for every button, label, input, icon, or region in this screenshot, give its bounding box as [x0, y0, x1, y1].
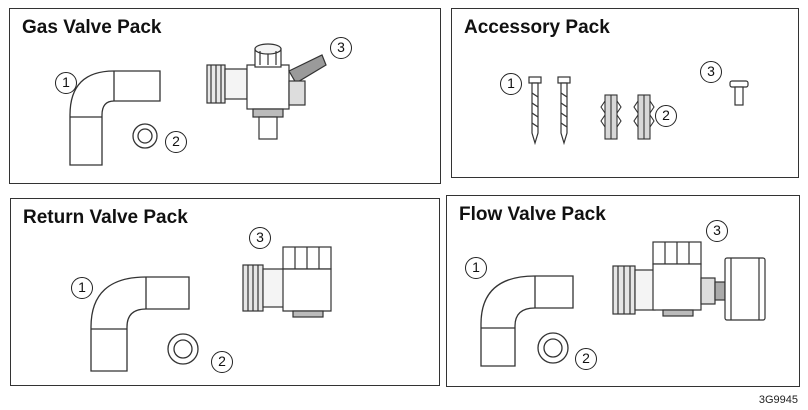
accessory-callout-1: 1 [500, 73, 522, 95]
elbow-pipe [90, 276, 190, 372]
return-valve [242, 246, 332, 318]
wall-plug [600, 94, 622, 140]
return-callout-3: 3 [249, 227, 271, 249]
flow-valve [612, 241, 766, 321]
gas-callout-3: 3 [330, 37, 352, 59]
gas-valve-pack-title: Gas Valve Pack [22, 17, 162, 38]
olive-ring [132, 123, 158, 149]
accessory-callout-3: 3 [700, 61, 722, 83]
gas-callout-2: 2 [165, 131, 187, 153]
return-valve-pack-illustration [90, 246, 332, 372]
flow-valve-pack-title: Flow Valve Pack [459, 204, 606, 225]
olive-ring [537, 332, 569, 364]
flow-valve-pack-panel: Flow Valve Pack 1 2 3 [446, 195, 800, 387]
figure-reference-code: 3G9945 [758, 394, 798, 406]
gas-valve [206, 43, 327, 140]
wood-screw [528, 76, 542, 146]
flow-valve-pack-illustration [480, 241, 766, 367]
flow-callout-2: 2 [575, 348, 597, 370]
wall-plug [633, 94, 655, 140]
flow-callout-1: 1 [465, 257, 487, 279]
return-valve-pack-panel: Return Valve Pack 1 2 3 [10, 198, 440, 386]
accessory-pack-illustration [528, 76, 749, 146]
return-callout-2: 2 [211, 351, 233, 373]
elbow-pipe [69, 70, 161, 166]
elbow-pipe [480, 275, 574, 367]
gas-callout-1: 1 [55, 72, 77, 94]
gas-valve-pack-illustration [69, 43, 327, 166]
accessory-callout-2: 2 [655, 105, 677, 127]
wood-screw [557, 76, 571, 146]
accessory-pack-title: Accessory Pack [464, 17, 610, 38]
return-valve-pack-title: Return Valve Pack [23, 207, 188, 228]
accessory-pack-panel: Accessory Pack 1 2 3 [451, 8, 799, 178]
gas-valve-pack-panel: Gas Valve Pack 1 2 3 [9, 8, 441, 184]
return-callout-1: 1 [71, 277, 93, 299]
flow-callout-3: 3 [706, 220, 728, 242]
machine-screw [729, 80, 749, 106]
olive-ring [167, 333, 199, 365]
